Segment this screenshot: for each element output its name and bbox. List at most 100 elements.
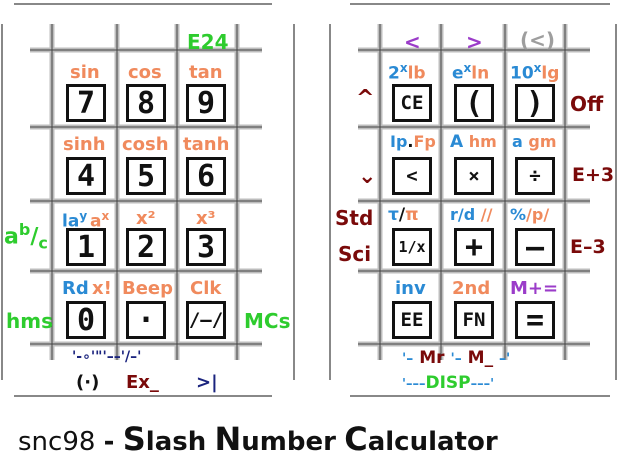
e-minus-3-label: E–3 (570, 236, 606, 258)
lg-text: lg (541, 63, 560, 84)
ex-label: Ex_ (126, 372, 159, 393)
right-arrow-label: > (466, 30, 483, 54)
std-label: Std (335, 206, 374, 230)
key-6[interactable]: 6 (186, 157, 226, 195)
x-sup-3: x (533, 61, 542, 75)
rd-label: Rd (62, 278, 89, 299)
key-open-paren[interactable]: ( (454, 84, 494, 122)
la-text: la (62, 211, 80, 232)
x-sup-1: x (399, 61, 408, 75)
a-hm-label: A hm (450, 134, 497, 151)
key-plus[interactable]: + (454, 228, 494, 266)
disp-open: '––– (402, 377, 426, 392)
ip-fp-label: Ip.Fp (390, 134, 436, 150)
hm-text: hm (468, 132, 497, 151)
title-n-rest: umber (241, 427, 336, 457)
key-decimal-point[interactable]: · (126, 301, 166, 339)
key-divide[interactable]: ÷ (515, 157, 555, 195)
cos-label: cos (128, 62, 162, 83)
sin-label: sin (70, 62, 100, 83)
e24-label: E24 (187, 30, 229, 54)
key-reciprocal[interactable]: 1/x (392, 228, 432, 266)
key-7[interactable]: 7 (66, 84, 106, 122)
ip-dot: . (407, 132, 414, 151)
page-title: snc98 - Slash Number Calculator (18, 420, 498, 458)
clk-label: Clk (190, 278, 222, 299)
percent-text: % (510, 205, 527, 224)
key-9[interactable]: 9 (186, 84, 226, 122)
e-pow-x-ln-label: exln (452, 62, 489, 82)
key-4[interactable]: 4 (66, 157, 106, 195)
up-caret-label: ^ (356, 86, 375, 111)
mcs-label: MCs (244, 309, 291, 333)
key-less-than[interactable]: < (392, 157, 432, 195)
e-text: e (452, 63, 464, 84)
tanh-label: tanh (183, 134, 230, 155)
percent-label: %/p/ (510, 207, 549, 223)
a-pow-x-label: ax (90, 210, 109, 230)
x-cubed-label: x³ (196, 208, 216, 229)
x-sup-2: x (463, 61, 472, 75)
key-equals[interactable]: = (515, 301, 555, 339)
key-2[interactable]: 2 (126, 228, 166, 266)
two-text: 2 (388, 63, 400, 84)
hms-label: hms (6, 309, 53, 333)
m-plus-label: M+= (510, 278, 559, 299)
a-mean-text: A (450, 132, 464, 152)
key-fn[interactable]: FN (454, 301, 494, 339)
fraction-label: ab/c (4, 222, 48, 252)
frac-b: b (18, 220, 31, 239)
key-ee[interactable]: EE (392, 301, 432, 339)
mr-label: Mr (419, 348, 445, 368)
left-arrow-label: < (404, 30, 421, 54)
tau-pi-label: τ/π (388, 207, 419, 224)
key-ce[interactable]: CE (392, 84, 432, 122)
ten-text: 10 (510, 63, 534, 84)
tan-label: tan (189, 62, 223, 83)
key-change-sign[interactable]: /–/ (186, 301, 226, 339)
title-n-cap: N (214, 420, 242, 458)
x-squared-label: x² (136, 208, 156, 229)
m-store-label: M_ (467, 348, 494, 368)
gm-text: gm (528, 132, 557, 151)
pi-text: π (405, 205, 419, 225)
key-8[interactable]: 8 (126, 84, 166, 122)
paren-dot-label: (·) (76, 372, 100, 393)
sinh-label: sinh (63, 134, 106, 155)
two-pow-x-lb-label: 2xlb (388, 62, 426, 82)
key-3[interactable]: 3 (186, 228, 226, 266)
frac-c: c (38, 233, 48, 253)
inv-label: inv (395, 278, 426, 299)
cosh-label: cosh (122, 134, 169, 155)
beep-label: Beep (122, 278, 174, 299)
second-label: 2nd (452, 278, 491, 299)
log-a-y-label: lay (62, 210, 87, 230)
mr-close: –' (499, 351, 511, 367)
title-s-rest: lash (145, 427, 207, 457)
fp-text: Fp (413, 132, 436, 151)
e-plus-3-label: E+3 (572, 164, 615, 186)
y-sup: y (79, 209, 88, 223)
title-c-cap: C (344, 420, 368, 458)
key-0[interactable]: 0 (66, 301, 106, 339)
key-5[interactable]: 5 (126, 157, 166, 195)
lb-text: lb (407, 63, 426, 84)
disp-close: –––' (470, 377, 495, 392)
key-1[interactable]: 1 (66, 228, 106, 266)
title-s-cap: S (122, 420, 146, 458)
key-minus[interactable]: – (515, 228, 555, 266)
p-text: /p/ (526, 205, 550, 224)
tau-text: τ (388, 205, 399, 225)
frac-a: a (4, 224, 19, 250)
sci-label: Sci (338, 242, 372, 266)
key-close-paren[interactable]: ) (515, 84, 555, 122)
ten-pow-x-lg-label: 10xlg (510, 62, 559, 82)
a-gm-label: a gm (512, 134, 557, 150)
tau-pi-slash: / (398, 205, 406, 225)
key-multiply[interactable]: × (454, 157, 494, 195)
disp-row: '–––DISP–––' (402, 375, 494, 392)
back-label: (<) (520, 28, 556, 52)
down-caret-label: ⌄ (358, 164, 377, 189)
